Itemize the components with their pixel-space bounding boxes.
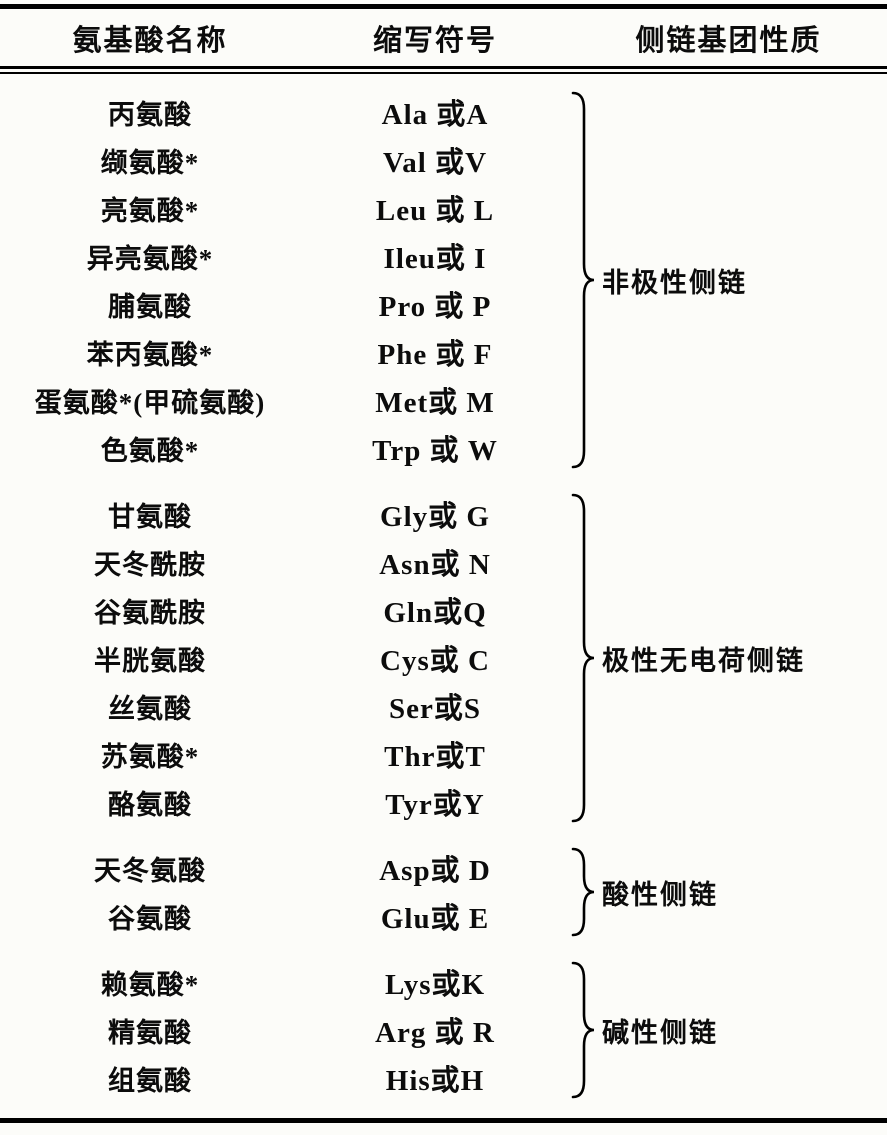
group-rows: 天冬氨酸 Asp或 D 谷氨酸 Glu或 E <box>0 844 570 940</box>
amino-acid-row: 组氨酸 His或H <box>0 1054 570 1102</box>
amino-acid-abbreviation: Gln或Q <box>383 597 487 629</box>
amino-acid-row: 谷氨酸 Glu或 E <box>0 892 570 940</box>
amino-acid-row: 半胱氨酸 Cys或 C <box>0 634 570 682</box>
group-rows: 甘氨酸 Gly或 G 天冬酰胺 Asn或 N 谷氨酰胺 Gln或Q 半胱氨酸 Cys或 C 丝氨… <box>0 490 570 826</box>
amino-acid-row: 赖氨酸* Lys或K <box>0 958 570 1006</box>
amino-acid-row: 酪氨酸 Tyr或Y <box>0 778 570 826</box>
side-chain-group-label: 碱性侧链 <box>602 1017 718 1048</box>
amino-acid-name: 精氨酸 <box>108 1017 192 1048</box>
amino-acid-abbreviation: Glu或 E <box>380 903 490 935</box>
amino-acid-name: 脯氨酸 <box>108 291 192 322</box>
side-chain-group-label: 酸性侧链 <box>602 879 718 910</box>
amino-acid-abbreviation: Gly或 G <box>380 501 490 533</box>
amino-acid-abbreviation: Asn或 N <box>379 549 491 581</box>
amino-acid-name: 天冬酰胺 <box>94 549 206 580</box>
amino-acid-name: 甘氨酸 <box>108 501 192 532</box>
amino-acid-group: 天冬氨酸 Asp或 D 谷氨酸 Glu或 E 酸性侧链 <box>0 844 887 940</box>
amino-acid-row: 丝氨酸 Ser或S <box>0 682 570 730</box>
side-chain-group-label: 极性无电荷侧链 <box>602 645 805 676</box>
amino-acid-abbreviation: His或H <box>385 1065 485 1097</box>
amino-acid-name: 苯丙氨酸* <box>86 339 214 370</box>
amino-acid-row: 缬氨酸* Val 或V <box>0 136 570 184</box>
table-header: 氨基酸名称 缩写符号 侧链基团性质 <box>0 9 887 66</box>
curly-brace-icon <box>571 493 595 823</box>
amino-acid-row: 蛋氨酸*(甲硫氨酸) Met或 M <box>0 376 570 424</box>
amino-acid-name: 蛋氨酸*(甲硫氨酸) <box>34 387 266 418</box>
amino-acid-row: 色氨酸* Trp 或 W <box>0 424 570 472</box>
amino-acid-name: 苏氨酸* <box>100 741 200 772</box>
header-amino-acid-name: 氨基酸名称 <box>72 24 228 57</box>
amino-acid-abbreviation: Phe 或 F <box>377 339 493 371</box>
amino-acid-abbreviation: Ser或S <box>388 693 481 725</box>
amino-acid-abbreviation: Val 或V <box>382 147 488 179</box>
amino-acid-group: 丙氨酸 Ala 或A 缬氨酸* Val 或V 亮氨酸* Leu 或 L 异亮氨酸* Ileu或… <box>0 88 887 472</box>
amino-acid-abbreviation: Lys或K <box>384 969 486 1001</box>
amino-acid-name: 天冬氨酸 <box>94 855 206 886</box>
amino-acid-abbreviation: Pro 或 P <box>378 291 492 323</box>
amino-acid-name: 半胱氨酸 <box>94 645 206 676</box>
amino-acid-name: 丝氨酸 <box>108 693 192 724</box>
curly-brace-icon <box>571 961 595 1099</box>
amino-acid-row: 甘氨酸 Gly或 G <box>0 490 570 538</box>
amino-acid-row: 苏氨酸* Thr或T <box>0 730 570 778</box>
amino-acid-abbreviation: Thr或T <box>384 741 486 773</box>
amino-acid-name: 组氨酸 <box>108 1065 192 1096</box>
amino-acid-name: 亮氨酸* <box>100 195 200 226</box>
amino-acid-abbreviation: Ala 或A <box>381 99 489 131</box>
amino-acid-name: 异亮氨酸* <box>86 243 214 274</box>
table-body: 丙氨酸 Ala 或A 缬氨酸* Val 或V 亮氨酸* Leu 或 L 异亮氨酸* Ileu或… <box>0 74 887 1102</box>
group-brace <box>570 493 598 823</box>
amino-acid-abbreviation: Met或 M <box>375 387 495 419</box>
amino-acid-row: 脯氨酸 Pro 或 P <box>0 280 570 328</box>
amino-acid-abbreviation: Cys或 C <box>380 645 490 677</box>
amino-acid-abbreviation: Arg 或 R <box>375 1017 495 1049</box>
amino-acid-abbreviation: Trp 或 W <box>372 435 498 467</box>
amino-acid-row: 异亮氨酸* Ileu或 I <box>0 232 570 280</box>
amino-acid-name: 丙氨酸 <box>108 99 192 130</box>
group-brace <box>570 847 598 937</box>
amino-acid-row: 天冬酰胺 Asn或 N <box>0 538 570 586</box>
amino-acid-abbreviation: Leu 或 L <box>375 195 495 227</box>
curly-brace-icon <box>571 847 595 937</box>
group-brace <box>570 91 598 469</box>
amino-acid-name: 缬氨酸* <box>100 147 200 178</box>
amino-acid-row: 精氨酸 Arg 或 R <box>0 1006 570 1054</box>
group-rows: 赖氨酸* Lys或K 精氨酸 Arg 或 R 组氨酸 His或H <box>0 958 570 1102</box>
amino-acid-abbreviation: Tyr或Y <box>385 789 485 821</box>
header-divider-line-thin <box>0 72 887 74</box>
amino-acid-group: 甘氨酸 Gly或 G 天冬酰胺 Asn或 N 谷氨酰胺 Gln或Q 半胱氨酸 Cys或 C 丝氨… <box>0 490 887 826</box>
amino-acid-abbreviation: Asp或 D <box>379 855 491 887</box>
group-rows: 丙氨酸 Ala 或A 缬氨酸* Val 或V 亮氨酸* Leu 或 L 异亮氨酸* Ileu或… <box>0 88 570 472</box>
header-side-chain-property: 侧链基团性质 <box>635 24 822 57</box>
curly-brace-icon <box>571 91 595 469</box>
amino-acid-group: 赖氨酸* Lys或K 精氨酸 Arg 或 R 组氨酸 His或H 碱性侧链 <box>0 958 887 1102</box>
bottom-rule <box>0 1118 887 1123</box>
top-rule <box>0 4 887 9</box>
group-brace <box>570 961 598 1099</box>
header-divider-line-thick <box>0 66 887 69</box>
amino-acid-abbreviation: Ileu或 I <box>383 243 487 275</box>
amino-acid-name: 谷氨酸 <box>108 903 192 934</box>
amino-acid-name: 色氨酸* <box>100 435 200 466</box>
amino-acid-row: 苯丙氨酸* Phe 或 F <box>0 328 570 376</box>
amino-acid-name: 谷氨酰胺 <box>94 597 206 628</box>
amino-acid-row: 丙氨酸 Ala 或A <box>0 88 570 136</box>
amino-acid-row: 亮氨酸* Leu 或 L <box>0 184 570 232</box>
side-chain-group-label: 非极性侧链 <box>602 267 747 298</box>
header-abbreviation: 缩写符号 <box>372 24 497 57</box>
amino-acid-row: 谷氨酰胺 Gln或Q <box>0 586 570 634</box>
amino-acid-name: 酪氨酸 <box>108 789 192 820</box>
amino-acid-row: 天冬氨酸 Asp或 D <box>0 844 570 892</box>
header-divider-rule <box>0 66 887 74</box>
amino-acid-name: 赖氨酸* <box>100 969 200 1000</box>
